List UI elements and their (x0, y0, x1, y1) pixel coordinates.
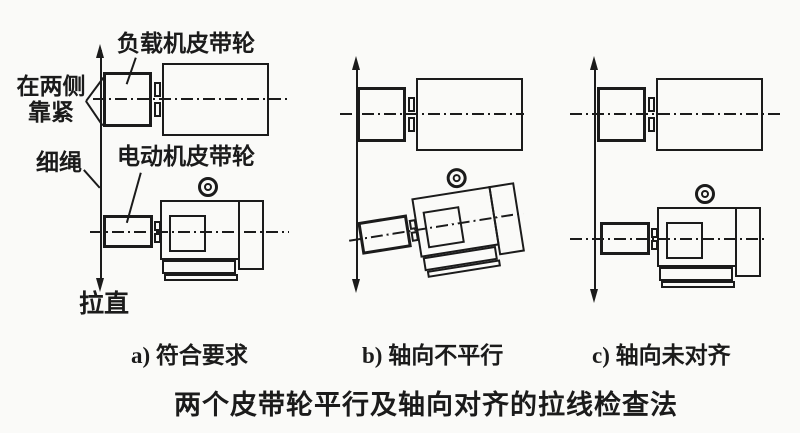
shaft-stub (408, 97, 415, 112)
motor-base-strip (164, 274, 238, 281)
center-line (90, 231, 289, 233)
arrow-up-icon (352, 56, 360, 70)
motor-base (659, 267, 733, 281)
load-machine-group-c (570, 78, 787, 151)
shaft-stub (648, 117, 655, 132)
motor-group-b (348, 166, 557, 301)
motor-group-c (570, 184, 790, 302)
motor-group-a (90, 177, 293, 295)
arrow-down-icon (590, 289, 598, 303)
arrow-up-icon (96, 44, 104, 58)
center-line (570, 238, 767, 240)
arrow-up-icon (590, 56, 598, 70)
leader-line-string (83, 169, 101, 189)
string-line-a (100, 50, 102, 280)
motor-base (162, 260, 236, 274)
motor-base-strip (661, 281, 735, 288)
figure-title: 两个皮带轮平行及轴向对齐的拉线检查法 (174, 390, 678, 420)
load-machine-group-a (93, 63, 293, 136)
center-line (340, 113, 524, 115)
string-line-b (356, 68, 358, 280)
pull-straight-label: 拉直 (79, 291, 130, 318)
eyebolt-inner-icon (701, 190, 709, 198)
motor-window (666, 222, 703, 259)
press-both-sides-label: 在两侧 靠紧 (15, 74, 87, 126)
motor-endcap (735, 207, 761, 277)
caption-a: a) 符合要求 (131, 343, 248, 368)
center-line (570, 113, 780, 115)
press-both-sides-line1: 在两侧 (16, 74, 86, 99)
string-label: 细绳 (36, 150, 82, 175)
shaft-stub (408, 117, 415, 132)
shaft-stub (154, 102, 161, 117)
eyebolt-inner-icon (204, 183, 212, 191)
load-pulley-label: 负载机皮带轮 (117, 31, 255, 56)
caption-c: c) 轴向未对齐 (592, 343, 731, 368)
string-line-c (594, 68, 596, 290)
center-line (93, 98, 287, 100)
arrow-down-icon (96, 278, 104, 292)
press-both-sides-line2: 靠紧 (28, 99, 74, 125)
motor-pulley-label: 电动机皮带轮 (117, 144, 255, 169)
arrow-down-icon (352, 279, 360, 293)
load-machine-group-b (340, 78, 547, 151)
shaft-stub (648, 97, 655, 112)
shaft-stub (154, 82, 161, 97)
motor-endcap (238, 200, 264, 270)
motor-window (169, 215, 206, 252)
caption-b: b) 轴向不平行 (362, 343, 504, 368)
